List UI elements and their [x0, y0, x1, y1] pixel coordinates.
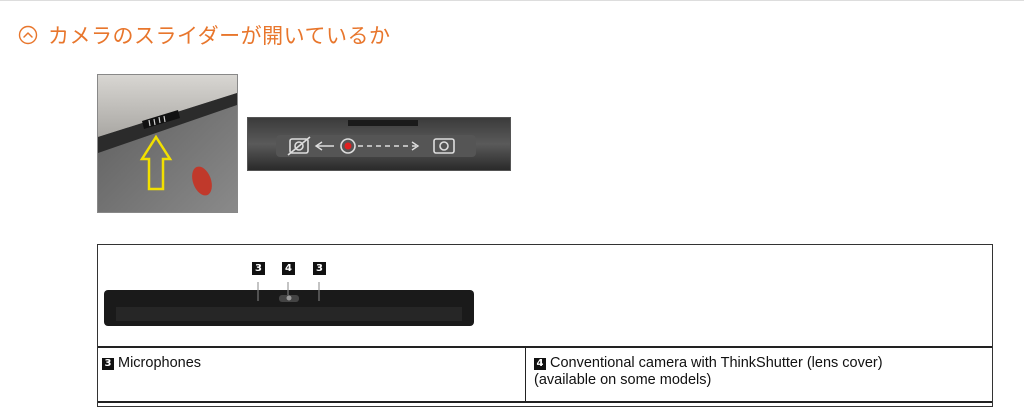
spec-row-microphones: 3 Microphones: [98, 348, 526, 401]
callout-badge: 3: [102, 358, 114, 370]
callout-badge: 4: [534, 358, 546, 370]
callout-microphone-left: 3: [252, 262, 265, 275]
spec-row-camera: 4 Conventional camera with ThinkShutter (…: [526, 348, 992, 401]
spec-text-secondary: (available on some models): [534, 372, 712, 388]
spec-text: Microphones: [118, 355, 202, 371]
camera-slider-photo: [97, 74, 238, 213]
section-title: カメラのスライダーが開いているか: [48, 24, 391, 48]
section-header-toggle[interactable]: カメラのスライダーが開いているか: [18, 20, 391, 50]
top-divider: [0, 0, 1024, 1]
camera-shutter-diagram: [247, 117, 511, 171]
chevron-up-circle-icon[interactable]: [18, 25, 38, 45]
spec-text: Conventional camera with ThinkShutter (l…: [550, 355, 883, 371]
callout-microphone-right: 3: [313, 262, 326, 275]
display-bezel-diagram: [104, 282, 474, 326]
spec-table: 3 Microphones 4 Conventional camera with T…: [98, 346, 992, 403]
callout-camera: 4: [282, 262, 295, 275]
